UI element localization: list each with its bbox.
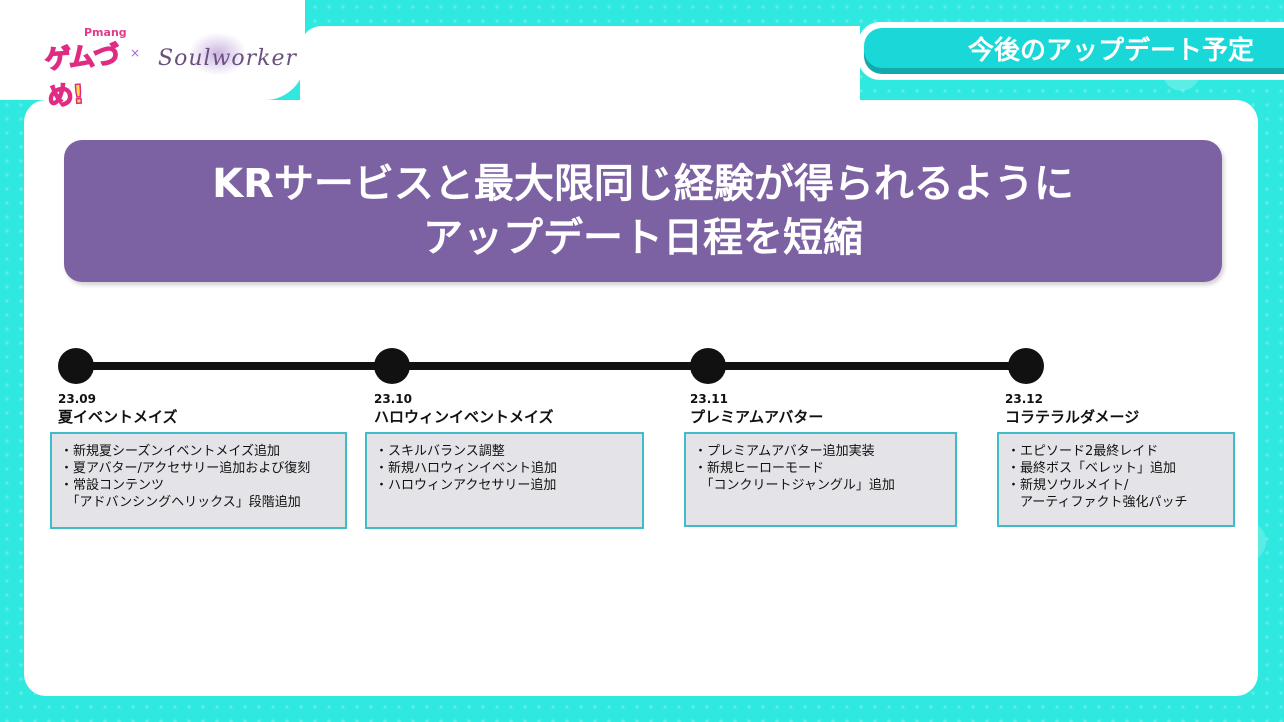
soulworker-logo-text: Soulworker — [158, 46, 297, 71]
detail-item: ・常設コンテンツ — [60, 478, 165, 493]
detail-item: ・新規夏シーズンイベントメイズ追加 — [60, 444, 280, 459]
detail-item: ・エピソード2最終レイド — [1007, 444, 1159, 459]
milestone-details-2: ・スキルバランス調整 ・新規ハロウィンイベント追加 ・ハロウィンアクセサリー追加 — [365, 432, 644, 529]
timeline-dot-3 — [690, 348, 726, 384]
milestone-date-2: 23.10 — [374, 392, 412, 406]
soulworker-logo: Soulworker — [154, 32, 297, 80]
detail-item: ・スキルバランス調整 — [375, 444, 505, 459]
milestone-details-1: ・新規夏シーズンイベントメイズ追加 ・夏アバター/アクセサリー追加および復刻 ・… — [50, 432, 347, 529]
gamezome-logo: Pmang ゲムづめ! — [43, 26, 146, 113]
logo-tab — [0, 0, 305, 100]
milestone-details-4: ・エピソード2最終レイド ・最終ボス「ベレット」追加 ・新規ソウルメイト/ アー… — [997, 432, 1235, 527]
detail-item: ・ハロウィンアクセサリー追加 — [375, 478, 557, 493]
headline-line-2: アップデート日程を短縮 — [423, 215, 863, 261]
panel-top-strip — [300, 26, 860, 126]
detail-item: ・新規ソウルメイト/ — [1007, 478, 1129, 493]
timeline-dot-4 — [1008, 348, 1044, 384]
milestone-event-4: コラテラルダメージ — [1005, 408, 1140, 426]
milestone-date-4: 23.12 — [1005, 392, 1043, 406]
logo-cross-icon: × — [130, 46, 141, 60]
detail-item: ・夏アバター/アクセサリー追加および復刻 — [60, 461, 311, 476]
detail-item: 「コンクリートジャングル」追加 — [694, 478, 895, 493]
wing-icon — [188, 32, 248, 76]
milestone-event-2: ハロウィンイベントメイズ — [374, 408, 554, 426]
milestone-event-1: 夏イベントメイズ — [58, 408, 178, 426]
gamezome-logo-small: Pmang — [84, 26, 127, 39]
title-tab: 今後のアップデート予定 — [858, 22, 1284, 80]
detail-item: アーティファクト強化パッチ — [1007, 495, 1188, 510]
detail-item: ・新規ヒーローモード — [694, 461, 825, 476]
milestone-date-1: 23.09 — [58, 392, 96, 406]
detail-item: ・プレミアムアバター追加実装 — [694, 444, 875, 459]
detail-item: ・新規ハロウィンイベント追加 — [375, 461, 558, 476]
headline-line-1: KRサービスと最大限同じ経験が得られるように — [212, 161, 1074, 207]
timeline-dot-1 — [58, 348, 94, 384]
logo-separator: × — [0, 0, 300, 100]
detail-item: ・最終ボス「ベレット」追加 — [1007, 461, 1177, 476]
title-tab-label: 今後のアップデート予定 — [864, 28, 1284, 68]
timeline-line — [76, 362, 1026, 370]
headline-banner: KRサービスと最大限同じ経験が得られるように アップデート日程を短縮 — [64, 140, 1222, 282]
detail-item: 「アドバンシングヘリックス」段階追加 — [60, 495, 301, 510]
milestone-event-3: プレミアムアバター — [690, 408, 824, 426]
milestone-date-3: 23.11 — [690, 392, 728, 406]
milestone-details-3: ・プレミアムアバター追加実装 ・新規ヒーローモード 「コンクリートジャングル」追… — [684, 432, 957, 527]
timeline-dot-2 — [374, 348, 410, 384]
